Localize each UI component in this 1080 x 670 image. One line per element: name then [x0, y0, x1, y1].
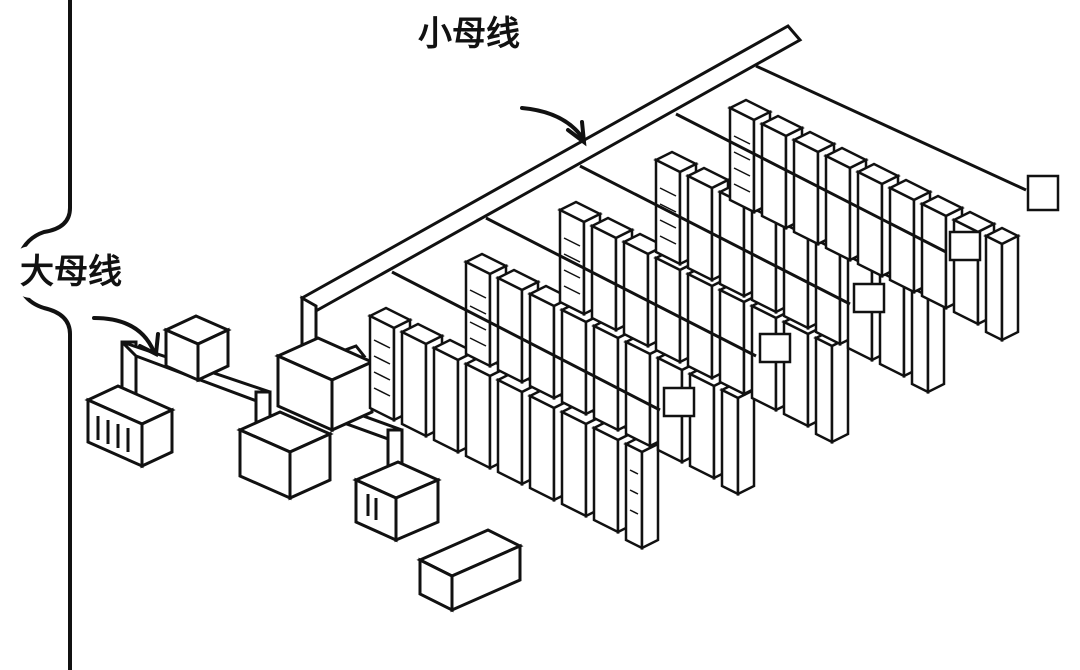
- big-busbar-label: 大母线: [6, 246, 136, 298]
- small-busbar-label: 小母线: [404, 8, 534, 60]
- left-border-line: [16, 0, 70, 670]
